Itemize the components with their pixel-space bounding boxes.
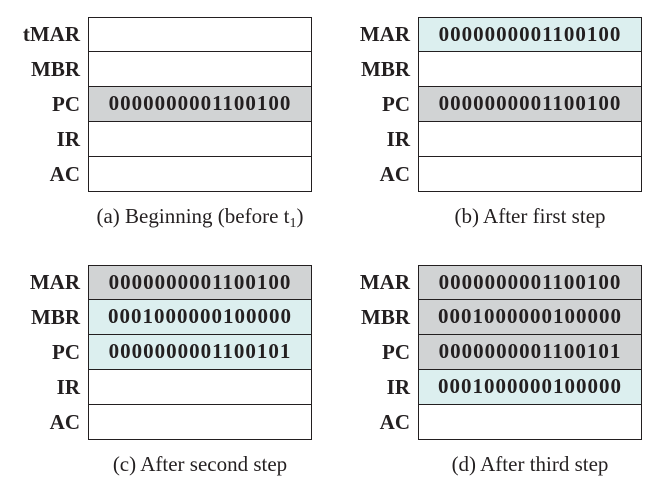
- register-value-pc: 0000000001100100: [418, 87, 642, 122]
- register-value-mar: [88, 17, 312, 52]
- register-value-pc: 0000000001100101: [418, 335, 642, 370]
- register-label-ac: AC: [379, 162, 410, 186]
- register-label-pc: PC: [382, 340, 410, 364]
- register-label-pc: PC: [382, 92, 410, 116]
- panel-beginning: tMAR MBR PC 0000000001100100 IR AC (a) B…: [0, 0, 330, 240]
- register-label-ac: AC: [379, 410, 410, 434]
- caption-end: ): [296, 204, 304, 228]
- panel-caption: (a) Beginning (before t1): [88, 204, 312, 232]
- register-value-pc: 0000000001100100: [88, 87, 312, 122]
- register-label-mar: MAR: [29, 270, 80, 294]
- register-label-mbr: MBR: [31, 57, 80, 81]
- panel-caption: (b) After first step: [454, 204, 606, 228]
- register-value-ac: [88, 157, 312, 192]
- register-value-ir: 0001000000100000: [418, 370, 642, 405]
- register-label-mar: tMAR: [22, 22, 80, 46]
- register-value-pc: 0000000001100101: [88, 335, 312, 370]
- register-value-mbr: 0001000000100000: [418, 300, 642, 335]
- caption-text: (a) Beginning (before t: [96, 204, 290, 228]
- panel-after-third-step: MAR 0000000001100100 MBR 000100000010000…: [330, 248, 660, 488]
- register-value-ac: [418, 157, 642, 192]
- register-value-mbr: 0001000000100000: [88, 300, 312, 335]
- register-label-pc: PC: [52, 340, 80, 364]
- panel-after-second-step: MAR 0000000001100100 MBR 000100000010000…: [0, 248, 330, 488]
- register-label-ac: AC: [49, 410, 80, 434]
- panel-after-first-step: MAR 0000000001100100 MBR PC 000000000110…: [330, 0, 660, 240]
- register-value-mar: 0000000001100100: [88, 265, 312, 300]
- register-label-mar: MAR: [359, 22, 410, 46]
- register-value-mar: 0000000001100100: [418, 265, 642, 300]
- register-label-mbr: MBR: [31, 305, 80, 329]
- register-label-ac: AC: [49, 162, 80, 186]
- register-value-mar: 0000000001100100: [418, 17, 642, 52]
- register-value-mbr: [418, 52, 642, 87]
- register-label-ir: IR: [56, 127, 80, 151]
- register-label-pc: PC: [52, 92, 80, 116]
- register-value-ir: [88, 122, 312, 157]
- register-value-ac: [418, 405, 642, 440]
- register-label-ir: IR: [386, 127, 410, 151]
- register-value-ir: [418, 122, 642, 157]
- register-label-mbr: MBR: [361, 305, 410, 329]
- panel-caption: (d) After third step: [451, 452, 609, 476]
- register-value-ac: [88, 405, 312, 440]
- register-label-ir: IR: [386, 375, 410, 399]
- caption-subscript: 1: [289, 216, 297, 231]
- panel-caption: (c) After second step: [112, 452, 288, 476]
- register-label-mar: MAR: [359, 270, 410, 294]
- register-value-ir: [88, 370, 312, 405]
- register-value-mbr: [88, 52, 312, 87]
- register-label-mbr: MBR: [361, 57, 410, 81]
- register-label-ir: IR: [56, 375, 80, 399]
